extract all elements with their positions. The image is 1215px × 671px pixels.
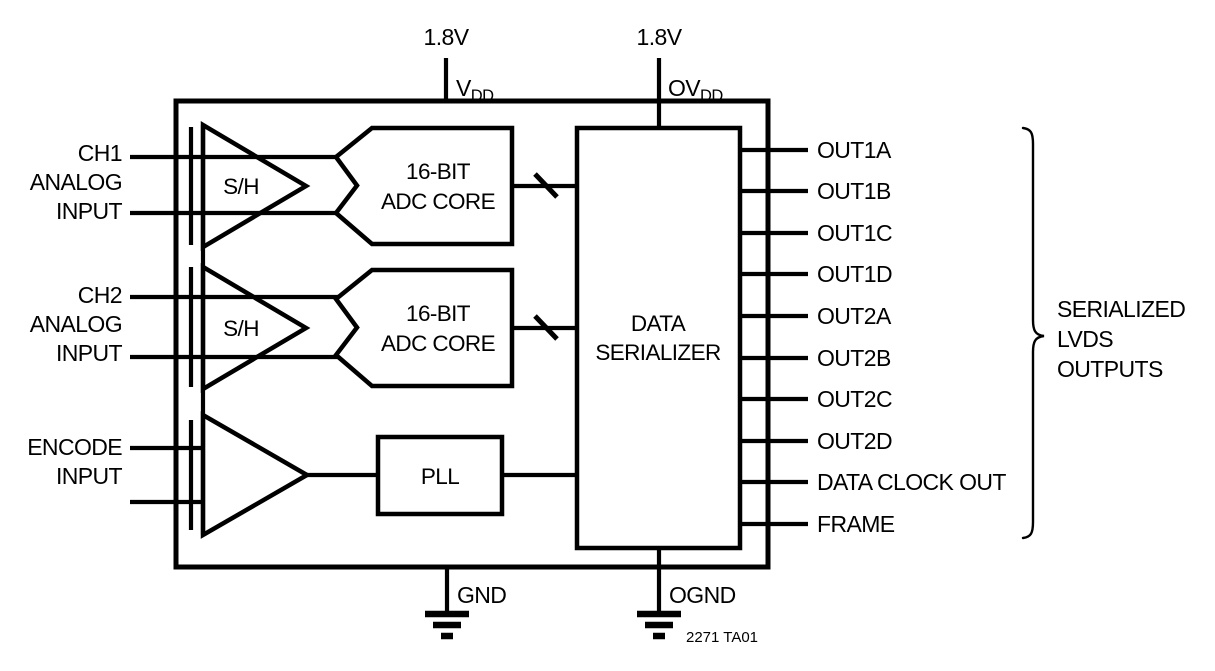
ch1-label-line1: CH1	[78, 140, 122, 166]
out2b-label: OUT2B	[817, 345, 891, 371]
output-group: SERIALIZED LVDS OUTPUTS	[1021, 126, 1186, 540]
ch2-label-line3: INPUT	[56, 340, 123, 366]
sh2-triangle	[200, 263, 311, 393]
ch2-input-label: CH2 ANALOG INPUT	[30, 282, 123, 366]
adc2-bus-slash	[533, 314, 559, 341]
serializer-label-line1: DATA	[631, 311, 686, 336]
gnd-ground-symbol	[425, 610, 469, 640]
vdd-voltage-label: 1.8V	[424, 24, 470, 50]
data-clock-out-label: DATA CLOCK OUT	[817, 469, 1006, 495]
adc-core-2: 16-BIT ADC CORE	[332, 267, 515, 389]
vdd-pin-label: VDD	[456, 75, 494, 105]
sh2-label: S/H	[223, 316, 259, 341]
adc2-shape	[332, 267, 515, 389]
output-group-line3: OUTPUTS	[1057, 356, 1163, 382]
adc1-label-line1: 16-BIT	[406, 159, 471, 184]
pll-box	[375, 434, 505, 517]
pll-label: PLL	[421, 464, 459, 489]
ch2-label-line1: CH2	[78, 282, 122, 308]
vdd-pin: 1.8V VDD	[424, 24, 495, 105]
out1b-label: OUT1B	[817, 178, 891, 204]
data-serializer-block: DATA SERIALIZER	[574, 125, 743, 551]
serializer-label-line2: SERIALIZER	[595, 340, 721, 365]
adc-core-1: 16-BIT ADC CORE	[332, 125, 515, 247]
adc1-bus-slash	[533, 172, 559, 199]
outputs-brace	[1021, 126, 1045, 540]
sh1-label: S/H	[223, 174, 259, 199]
adc1-bus	[512, 172, 577, 199]
encode-label-line1: ENCODE	[27, 434, 122, 460]
out2d-label: OUT2D	[817, 428, 892, 454]
figure-footnote: 2271 TA01	[686, 629, 758, 646]
gnd-label: GND	[457, 582, 506, 608]
ovdd-pin: 1.8V OVDD	[637, 24, 724, 130]
ch1-label-line3: INPUT	[56, 198, 123, 224]
ognd-ground-symbol	[637, 610, 681, 640]
sample-hold-1: S/H	[200, 121, 311, 251]
gnd-pin: GND	[425, 567, 507, 640]
out2c-label: OUT2C	[817, 386, 892, 412]
adc2-label-line2: ADC CORE	[381, 331, 496, 356]
ch2-label-line2: ANALOG	[30, 311, 122, 337]
output-group-line1: SERIALIZED	[1057, 296, 1185, 322]
ognd-label: OGND	[669, 582, 736, 608]
ovdd-pin-label: OVDD	[668, 75, 723, 105]
ch1-input-wires	[130, 127, 340, 245]
output-labels: OUT1A OUT1B OUT1C OUT1D OUT2A OUT2B OUT2…	[817, 137, 1007, 537]
out1a-label: OUT1A	[817, 137, 892, 163]
sample-hold-2: S/H	[200, 263, 311, 393]
sh1-triangle	[200, 121, 311, 251]
out2a-label: OUT2A	[817, 303, 892, 329]
ch1-input-label: CH1 ANALOG INPUT	[30, 140, 123, 224]
encode-label-line2: INPUT	[56, 463, 123, 489]
out1d-label: OUT1D	[817, 261, 892, 287]
encode-input-wires	[130, 420, 204, 530]
ch2-input-wires	[130, 267, 340, 387]
pll-block: PLL	[307, 434, 577, 517]
frame-label: FRAME	[817, 511, 895, 537]
adc2-bus	[512, 314, 577, 341]
encode-input-label: ENCODE INPUT	[27, 434, 123, 489]
encode-buffer-triangle	[200, 411, 312, 539]
adc1-shape	[332, 125, 515, 247]
adc1-label-line2: ADC CORE	[381, 189, 496, 214]
chip-outline	[173, 98, 771, 570]
out1c-label: OUT1C	[817, 220, 892, 246]
output-wires	[740, 147, 808, 527]
serializer-box	[574, 125, 743, 551]
output-group-line2: LVDS	[1057, 326, 1113, 352]
ch1-label-line2: ANALOG	[30, 169, 122, 195]
ovdd-voltage-label: 1.8V	[637, 24, 683, 50]
ognd-pin: OGND	[637, 548, 736, 640]
adc2-label-line1: 16-BIT	[406, 301, 471, 326]
